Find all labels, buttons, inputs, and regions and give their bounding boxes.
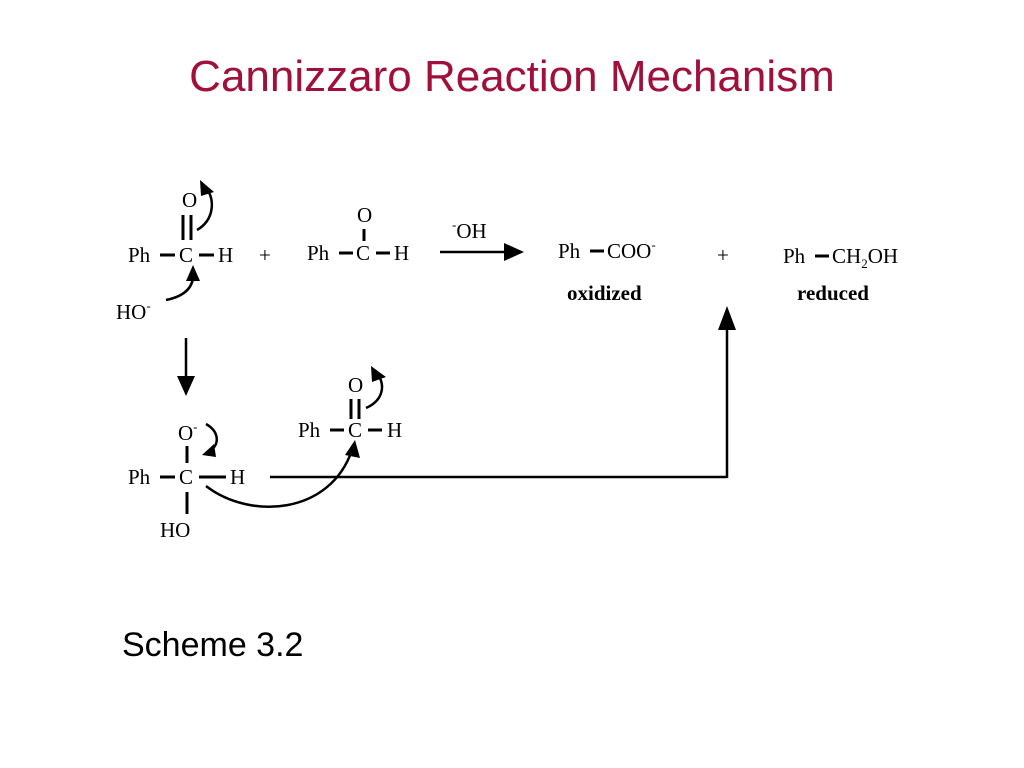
plus-sign-1: + — [259, 243, 271, 267]
hydride-transfer-arrow — [205, 449, 354, 508]
alkoxide-oxygen-label: O- — [178, 419, 198, 445]
reduced-label: reduced — [797, 281, 869, 305]
carbonyl-oxygen-2: O — [357, 203, 372, 227]
alcohol-label: CH2OH — [832, 244, 898, 271]
phenyl-label-1: Ph — [128, 243, 151, 267]
benzaldehyde-2: O Ph C H — [307, 203, 409, 265]
phenyl-label-5: Ph — [128, 465, 151, 489]
arrowhead-carbonyl-3 — [371, 366, 386, 382]
carbon-label-5: C — [179, 465, 193, 489]
hydroxide-ion: HO- — [116, 298, 151, 324]
arrowhead-alkoxide — [202, 444, 216, 457]
oxidized-label: oxidized — [567, 281, 642, 305]
carbonyl-oxygen-3: O — [348, 373, 363, 397]
hydrogen-label-2: H — [394, 241, 409, 265]
hydride-transfer-arrowhead — [345, 440, 360, 458]
phenyl-label-2: Ph — [307, 241, 330, 265]
arrowhead-carbonyl-1 — [200, 180, 214, 196]
reaction-arrow-head — [504, 243, 524, 261]
carboxylate-product: Ph COO- oxidized — [558, 237, 656, 305]
down-arrow-head — [177, 376, 195, 396]
arrowhead-hydroxide-attack — [186, 265, 200, 281]
connector-arrow-head — [718, 306, 736, 330]
alcohol-product: Ph CH2OH reduced — [783, 244, 898, 305]
hydrogen-label-1: H — [218, 243, 233, 267]
base-catalyst-label: -OH — [452, 217, 487, 243]
hydroxide-label: HO- — [116, 298, 151, 324]
benzaldehyde-3: O Ph C H — [298, 373, 402, 442]
hydrogen-label-5: H — [230, 465, 245, 489]
carbonyl-oxygen-1: O — [182, 188, 197, 212]
slide-title: Cannizzaro Reaction Mechanism — [189, 52, 835, 101]
scheme-caption: Scheme 3.2 — [122, 626, 304, 664]
benzaldehyde-1: O Ph C H — [128, 188, 233, 267]
tetrahedral-intermediate: O- Ph C H HO — [128, 419, 245, 542]
carbon-label-6: C — [348, 418, 362, 442]
carbon-label-1: C — [179, 243, 193, 267]
carboxylate-label: COO- — [607, 237, 656, 263]
plus-sign-2: + — [717, 243, 729, 267]
carbon-label-2: C — [356, 241, 370, 265]
phenyl-label-4: Ph — [783, 244, 806, 268]
hydroxyl-label-5: HO — [160, 518, 190, 542]
phenyl-label-6: Ph — [298, 418, 321, 442]
phenyl-label-3: Ph — [558, 239, 581, 263]
hydrogen-label-6: H — [387, 418, 402, 442]
